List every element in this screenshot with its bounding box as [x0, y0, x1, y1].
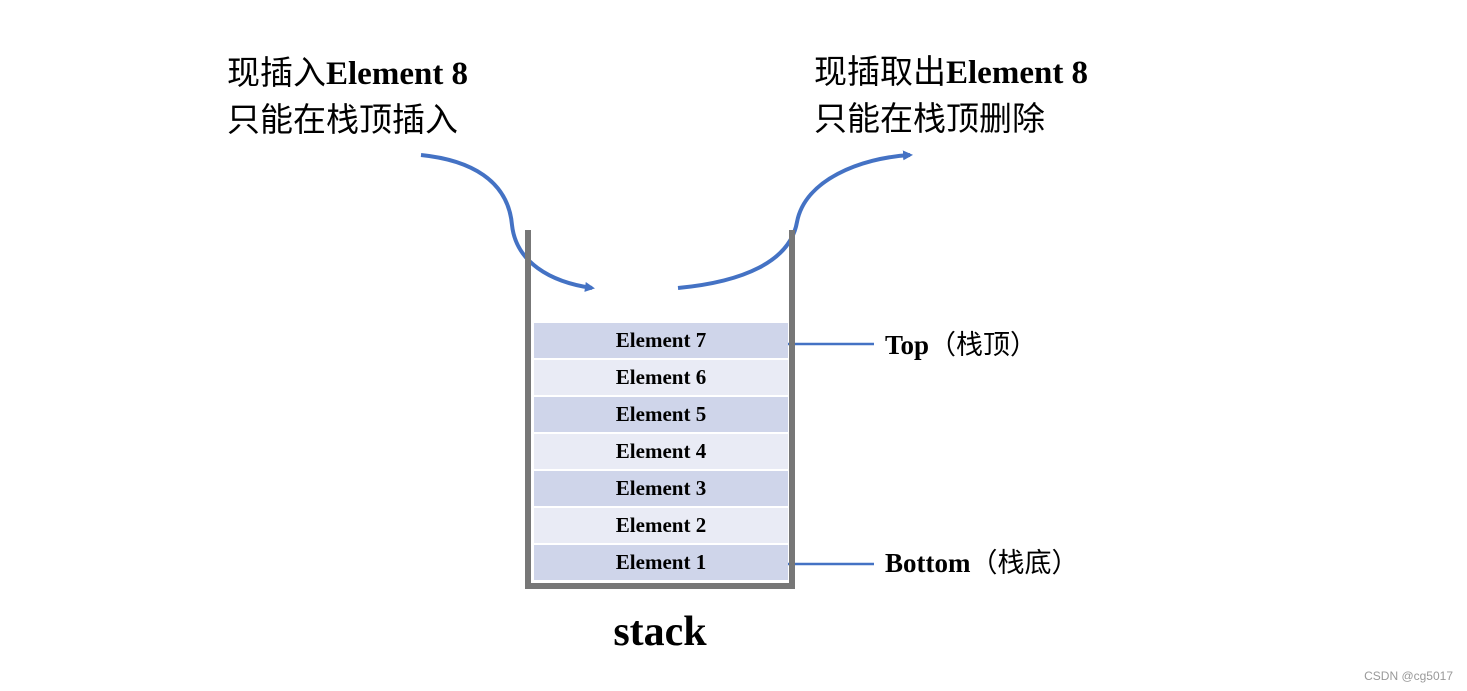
stack-wall-left: [525, 230, 531, 589]
insert-caption-line2: 只能在栈顶插入: [227, 100, 458, 139]
stack-cells: Element 7 Element 6 Element 5 Element 4 …: [534, 323, 788, 582]
stack-cell-element-6: Element 6: [534, 360, 788, 395]
watermark: CSDN @cg5017: [1364, 669, 1453, 683]
stack-cell-element-3: Element 3: [534, 471, 788, 506]
remove-caption-line1: 现插取出Element 8: [814, 49, 1088, 96]
stack-wall-bottom: [525, 583, 795, 589]
stack-wall-right: [789, 230, 795, 589]
stack-cell-element-2: Element 2: [534, 508, 788, 543]
remove-arrow: [677, 150, 913, 290]
top-label-en: Top: [885, 330, 930, 360]
top-label: Top（栈顶）: [885, 328, 1037, 363]
stack-cell-element-1: Element 1: [534, 545, 788, 580]
insert-caption: 现插入Element 8 只能在栈顶插入: [227, 50, 468, 143]
remove-caption-line2: 只能在栈顶删除: [814, 99, 1045, 138]
top-label-cn: （栈顶）: [929, 330, 1038, 361]
bottom-label-en: Bottom: [885, 548, 971, 578]
stack-cell-element-7: Element 7: [534, 323, 788, 358]
remove-caption: 现插取出Element 8 只能在栈顶删除: [814, 49, 1088, 142]
remove-caption-cn: 现插取出: [814, 52, 946, 91]
insert-caption-line1: 现插入Element 8: [227, 50, 468, 97]
insert-arrow: [420, 153, 595, 292]
bottom-label: Bottom（栈底）: [885, 546, 1078, 581]
insert-caption-cn: 现插入: [227, 53, 326, 92]
bottom-label-cn: （栈底）: [970, 548, 1079, 579]
stack-cell-element-5: Element 5: [534, 397, 788, 432]
remove-caption-element: Element 8: [946, 55, 1089, 91]
stack-cell-element-4: Element 4: [534, 434, 788, 469]
stack-title: stack: [613, 609, 707, 655]
insert-caption-element: Element 8: [326, 56, 469, 92]
